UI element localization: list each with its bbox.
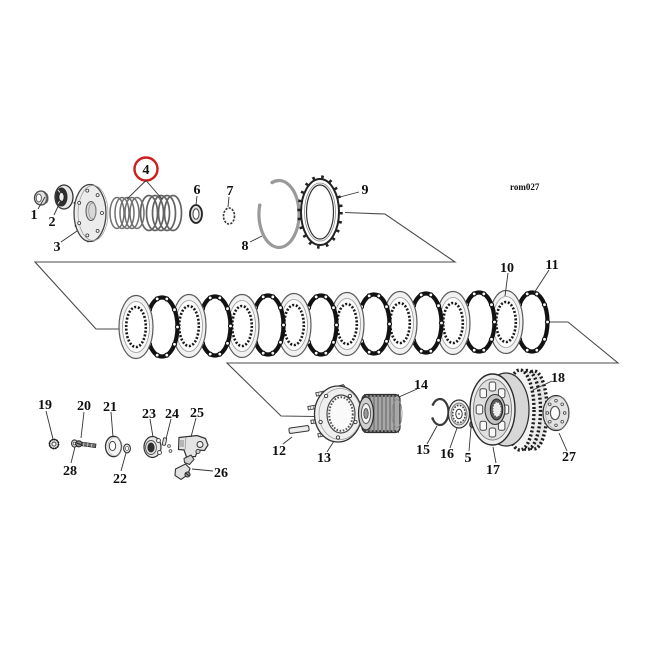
part-22-small-washer — [123, 443, 131, 454]
callout-19-label: 19 — [38, 398, 52, 413]
part-17-clutch-shell-sprocket — [469, 368, 549, 452]
callout-24-label: 24 — [165, 407, 179, 422]
leader-9 — [339, 191, 360, 198]
leader-18 — [532, 380, 553, 391]
leader-2 — [53, 199, 62, 216]
leader-lines — [37, 180, 568, 472]
leader-13 — [326, 440, 335, 453]
part-14-splined-sleeve — [357, 393, 403, 434]
leader-23 — [149, 418, 154, 438]
spring-inner-icon — [109, 196, 145, 230]
leader-4a — [126, 180, 147, 200]
part-21-washer — [104, 435, 123, 458]
leader-27 — [558, 432, 568, 452]
leader-10 — [504, 272, 509, 297]
leader-1 — [37, 196, 46, 210]
callout-28-label: 28 — [63, 464, 77, 479]
callout-8-label: 8 — [242, 239, 249, 254]
callout-20-label: 20 — [77, 399, 91, 414]
callout-18-label: 18 — [551, 371, 565, 386]
part-4-clutch-springs — [109, 194, 183, 232]
part-9-spring-plate — [297, 175, 343, 249]
part-12-key — [288, 425, 310, 434]
watermark-code: rom027 — [510, 182, 540, 192]
leader-8 — [249, 235, 263, 243]
callout-7-label: 7 — [227, 184, 234, 199]
leader-11 — [533, 269, 550, 294]
callout-17-label: 17 — [486, 463, 500, 478]
assembly-bracket-middle — [225, 321, 620, 418]
leader-7 — [227, 196, 230, 208]
part-3-releasing-disc — [73, 183, 109, 243]
callout-16-label: 16 — [440, 447, 454, 462]
callout-9-label: 9 — [362, 183, 369, 198]
leader-3 — [60, 230, 78, 243]
part-23-lever-bracket — [143, 435, 162, 459]
leader-22 — [120, 452, 127, 472]
part-6-keyed-washer — [189, 204, 203, 224]
callout-15-label: 15 — [416, 443, 430, 458]
callout-25-label: 25 — [190, 406, 204, 421]
clutch-plate-stack — [117, 289, 550, 360]
leader-6 — [195, 195, 198, 206]
leader-26 — [191, 468, 214, 472]
callout-6-label: 6 — [194, 183, 201, 198]
callout-11-label: 11 — [545, 258, 558, 273]
leader-25 — [190, 417, 197, 438]
callout-labels: 1 2 3 4 6 7 8 9 10 11 12 13 14 15 16 5 1… — [31, 163, 577, 487]
callout-13-label: 13 — [317, 451, 331, 466]
callout-1-label: 1 — [31, 208, 38, 223]
part-19-nut — [48, 438, 60, 450]
callout-22-label: 22 — [113, 472, 127, 487]
part-16-bearing — [447, 399, 471, 429]
callout-12-label: 12 — [272, 444, 286, 459]
part-24-pin — [161, 437, 173, 453]
part-7-retaining-ring — [222, 207, 236, 225]
part-20-adjusting-screw — [75, 440, 97, 448]
spring-outer-icon — [139, 194, 183, 232]
leader-15 — [426, 425, 438, 445]
callout-14-label: 14 — [414, 378, 428, 393]
part-2-bearing — [54, 184, 74, 210]
leader-14 — [398, 388, 418, 398]
part-26-ramp-bracket — [174, 463, 191, 481]
leader-12 — [282, 436, 293, 445]
leader-20 — [80, 411, 85, 439]
friction-plate — [117, 294, 155, 360]
leader-21 — [110, 411, 114, 438]
part-13-clutch-hub — [307, 383, 363, 443]
leader-19 — [45, 410, 54, 440]
callout-3-label: 3 — [54, 240, 61, 255]
callout-21-label: 21 — [103, 400, 117, 415]
callout-23-label: 23 — [142, 407, 156, 422]
leader-16 — [449, 427, 458, 449]
callout-26-label: 26 — [214, 466, 228, 481]
part-25-release-lever — [177, 434, 209, 466]
part-27-sprocket-plate — [542, 394, 570, 432]
leader-4b — [145, 180, 163, 200]
leader-24 — [165, 418, 172, 440]
callout-2-label: 2 — [49, 215, 56, 230]
assembly-bracket-top — [33, 211, 457, 330]
callout-10-label: 10 — [500, 261, 514, 276]
leader-5 — [468, 427, 472, 452]
leader-17 — [492, 446, 497, 464]
part-8-snap-ring — [257, 178, 301, 250]
callout-27-label: 27 — [562, 450, 576, 465]
part-15-retaining-ring — [431, 397, 450, 427]
leader-28 — [70, 446, 76, 464]
part-1-adjuster-nut — [33, 190, 49, 206]
callout-4-label: 4 — [143, 163, 150, 178]
callout-5-label: 5 — [465, 451, 472, 466]
